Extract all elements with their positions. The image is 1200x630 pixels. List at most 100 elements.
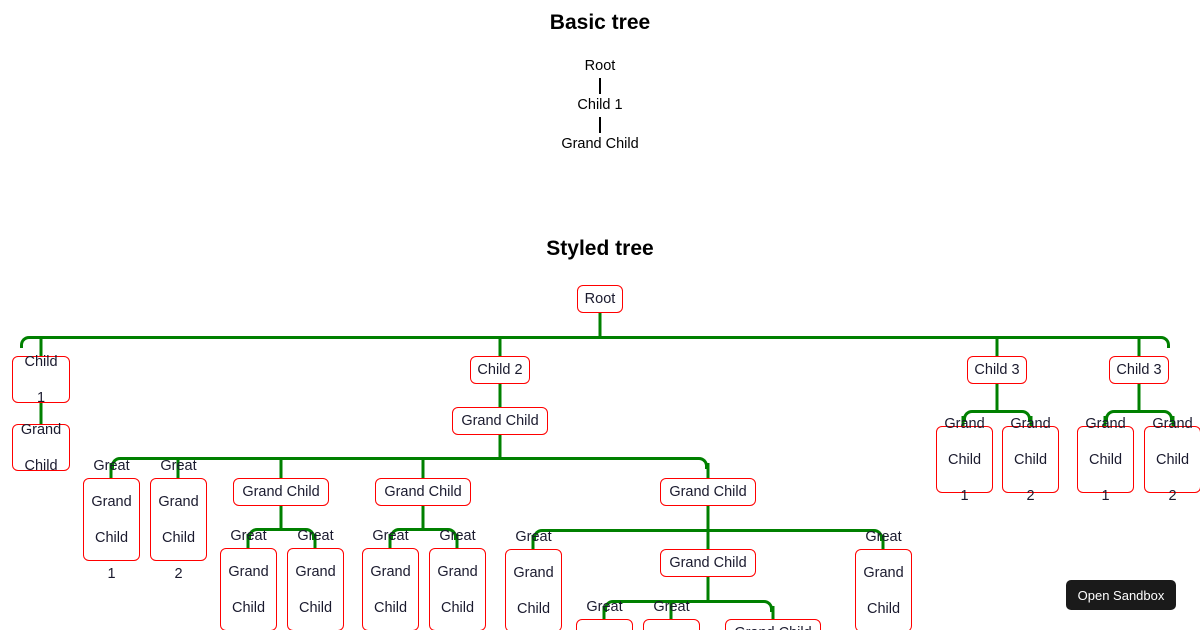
connector-child1-grandchild [39,403,43,424]
styled-node-child-3-b[interactable]: Child 3 [1109,356,1169,384]
connector-bus-gc-c-cap-left [390,528,402,540]
connector-child3-b-stem [1137,384,1141,410]
styled-node-child-3-a[interactable]: Child 3 [967,356,1027,384]
connector-drop-child3-a [995,336,999,357]
node-label: Child 2 [477,362,523,378]
connector-bus-level2 [120,457,699,460]
basic-node-child1: Child 1 [577,97,623,113]
connector-drop-child2 [498,336,502,357]
connector-drop-gc-c-2 [455,534,459,548]
connector-bus-gc-c [399,528,448,531]
connector-gc-d-stem [706,506,710,529]
connector-bus-level1-cap-right [1158,336,1170,348]
node-label: Grand Child [384,484,462,500]
styled-node-deep-grand-child[interactable]: Grand Child [725,619,821,630]
styled-node-grand-child-e[interactable]: Grand Child [660,549,756,577]
node-label: Child 3 [1116,362,1162,378]
connector-drop-gc-e [706,529,710,549]
connector-drop-ggc1-a [109,463,113,478]
connector-child3-a-stem [995,384,999,410]
basic-node-root: Root [584,58,616,74]
connector-bus-level2-cap-left [111,457,123,469]
connector-drop-deep-3 [771,606,775,619]
connector-bus-gc-b [257,528,306,531]
node-label: Grand Child [669,484,747,500]
connector-drop-child3-a-2 [1029,416,1033,430]
connector-bus-child3-b-cap-left [1105,410,1117,422]
connector-bus-gc-b-cap-left [248,528,260,540]
open-sandbox-button[interactable]: Open Sandbox [1066,580,1176,610]
node-label: Child 3 [974,362,1020,378]
connector-bus-level4 [613,600,764,603]
connector-gc-b-stem [279,506,283,528]
connector-bus-child3-a-cap-left [963,410,975,422]
connector-drop-ggc2-a [176,457,180,478]
connector-drop-child3-a-1 [961,416,965,430]
connector-drop-gc-c-1 [388,534,392,548]
connector-drop-gc-b [279,457,283,478]
basic-connector-child1-grandchild [599,117,601,133]
connector-drop-deep-2 [669,600,673,619]
connector-drop-ggc1-d [531,535,535,549]
connector-drop-child3-b [1137,336,1141,357]
basic-tree-heading: Basic tree [549,11,651,34]
basic-connector-root-child1 [599,78,601,94]
node-label: Grand Child [669,555,747,571]
connector-gc-c-stem [421,506,425,528]
connector-bus-child3-a [972,410,1022,413]
connector-root-stem [598,313,602,336]
connector-drop-gc-d [706,463,710,478]
styled-node-grand-child-d[interactable]: Grand Child [660,478,756,506]
connector-child2-stem [498,384,502,407]
connector-drop-child3-b-2 [1171,416,1175,430]
connector-drop-child1 [39,336,43,357]
styled-node-child2-grand-child[interactable]: Grand Child [452,407,548,435]
connector-gc-e-stem [706,577,710,600]
connector-drop-ggc2-d [881,535,885,549]
styled-node-grand-child-b[interactable]: Grand Child [233,478,329,506]
node-label: Grand Child [734,624,811,630]
styled-node-grand-child-c[interactable]: Grand Child [375,478,471,506]
styled-tree-heading: Styled tree [546,237,654,260]
node-label: Root [584,291,616,307]
connector-bus-child3-b [1114,410,1164,413]
node-label: Grand Child [242,484,320,500]
connector-bus-level1-cap-left [20,336,32,348]
styled-node-child-2[interactable]: Child 2 [470,356,530,384]
connector-drop-deep-1 [602,606,606,619]
connector-drop-gc-b-2 [313,534,317,548]
connector-drop-child3-b-1 [1103,416,1107,430]
styled-node-root[interactable]: Root [577,285,623,313]
